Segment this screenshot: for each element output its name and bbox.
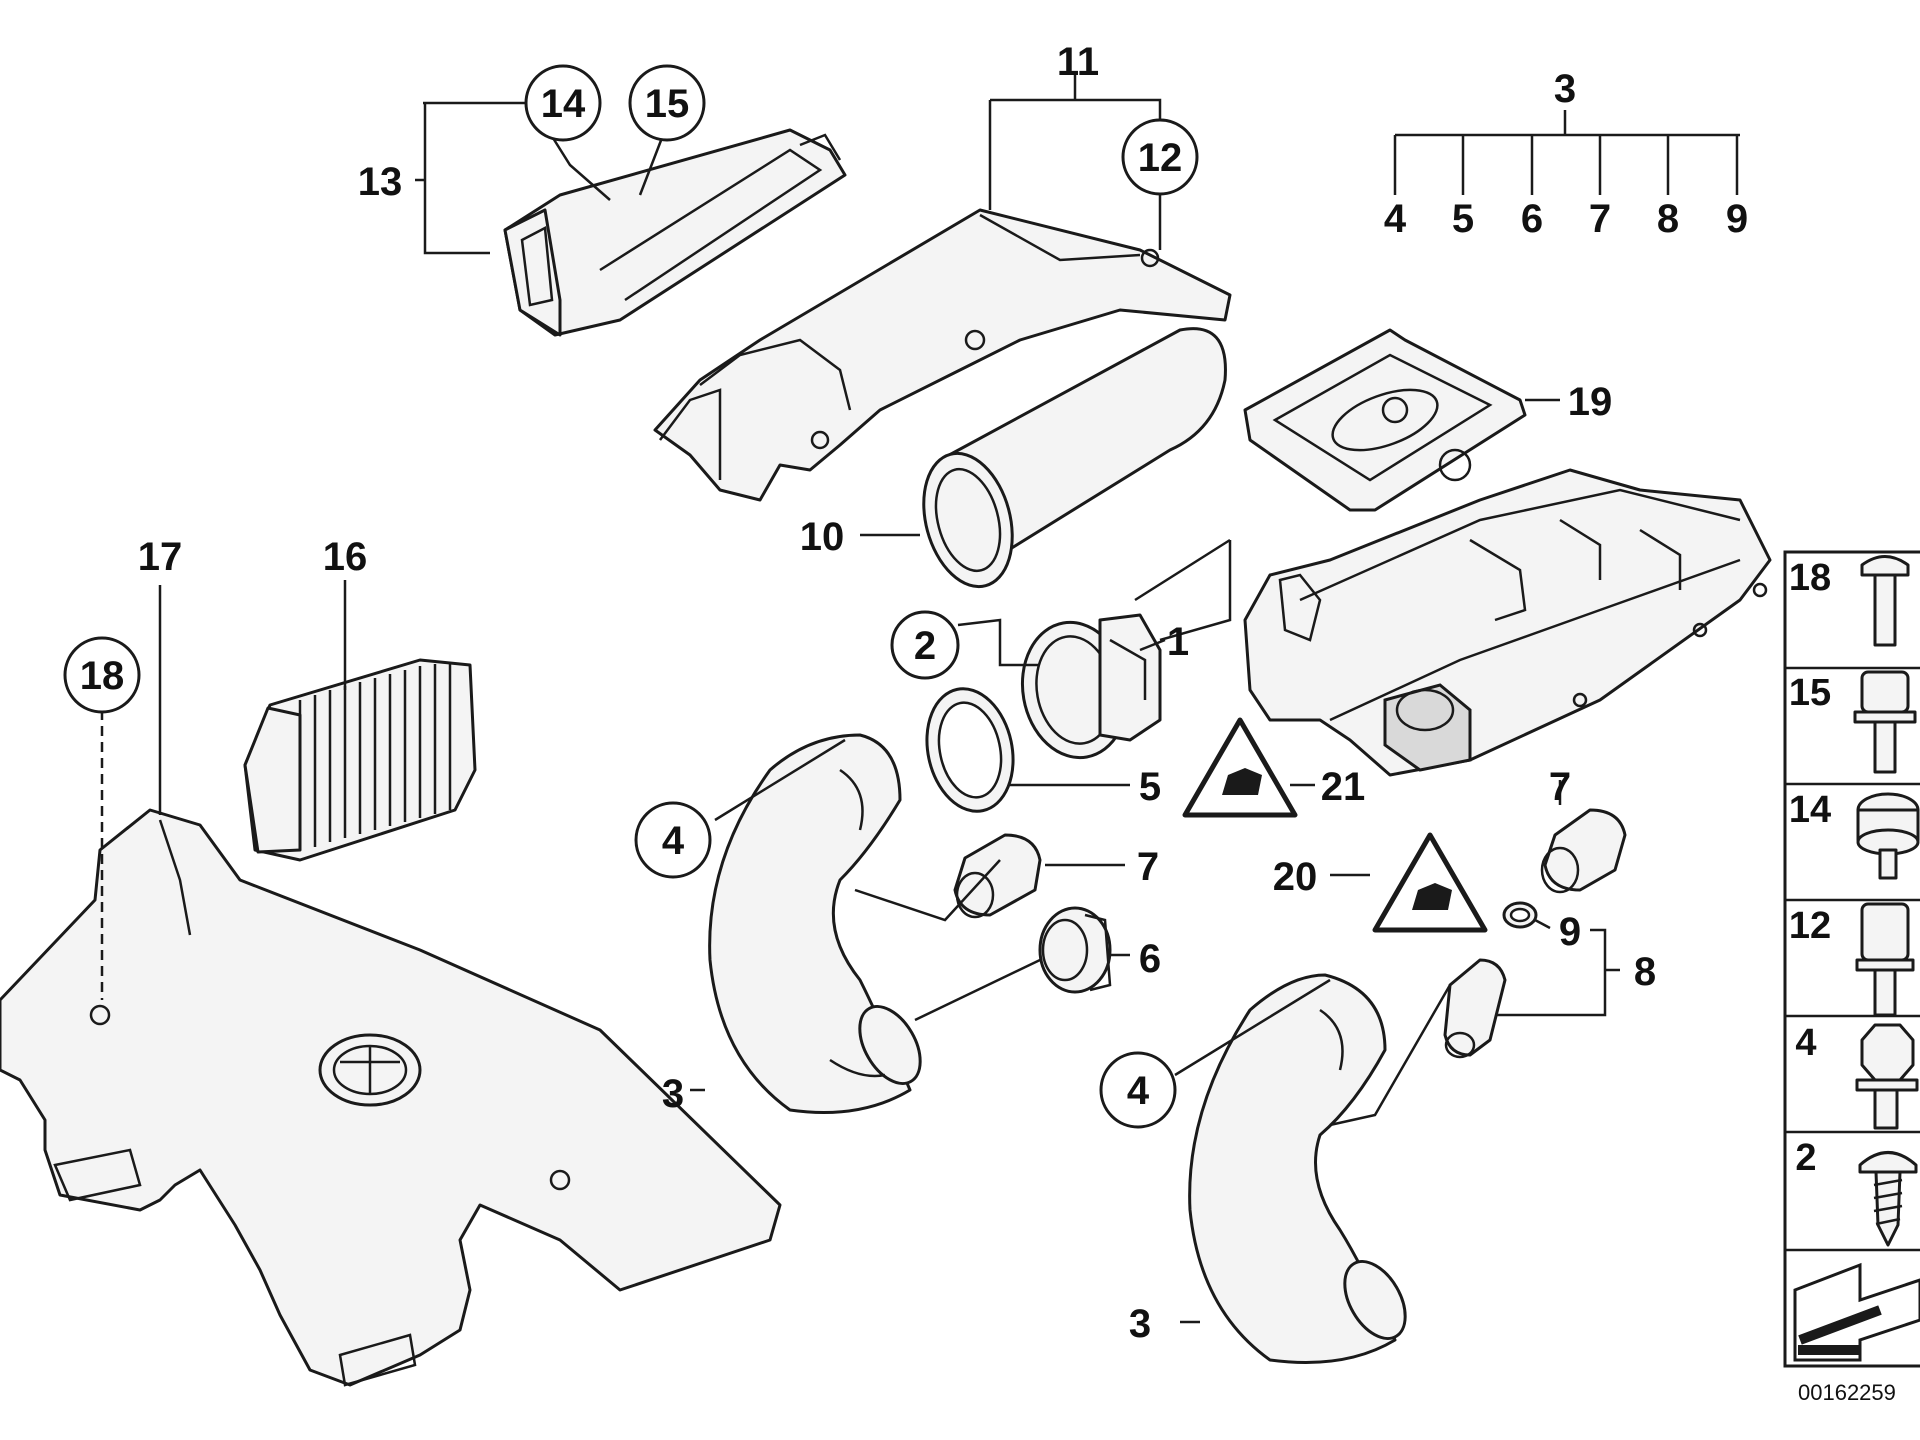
callout-labels: 13 11 3 4 5 6 7 8 9 19 10 17 16 1 5 21 7…	[138, 40, 1748, 1346]
callout-6: 6	[1139, 937, 1161, 981]
part-5-seal-ring	[925, 687, 1015, 813]
arrow-icon	[1793, 1262, 1920, 1362]
callout-12: 12	[1121, 118, 1199, 196]
svg-text:12: 12	[1789, 905, 1831, 947]
svg-text:2: 2	[1795, 1137, 1816, 1179]
svg-text:15: 15	[645, 82, 690, 126]
callout-8-top: 8	[1657, 197, 1679, 241]
part-10-air-filter	[922, 327, 1227, 589]
callout-5: 5	[1139, 765, 1161, 809]
svg-text:4: 4	[662, 819, 685, 863]
callout-16: 16	[323, 535, 368, 579]
svg-text:14: 14	[541, 82, 586, 126]
svg-text:12: 12	[1138, 136, 1183, 180]
part-20-warning-label	[1372, 832, 1488, 933]
svg-text:2: 2	[914, 624, 936, 668]
callout-3-right: 3	[1129, 1302, 1151, 1346]
part-3-intake-hose-left	[708, 733, 922, 1114]
leader-lines	[100, 75, 1740, 1324]
callout-5-top: 5	[1452, 197, 1474, 241]
part-9-o-ring	[1502, 901, 1538, 929]
part-16-bellows	[243, 658, 477, 862]
callout-8: 8	[1634, 950, 1656, 994]
callout-7-top: 7	[1589, 197, 1611, 241]
callout-13: 13	[358, 160, 403, 204]
callout-20: 20	[1273, 855, 1318, 899]
callout-7-left: 7	[1137, 845, 1159, 889]
callout-21: 21	[1321, 765, 1366, 809]
part-6-grommet	[1038, 906, 1112, 994]
part-19-cover-plate	[1243, 328, 1527, 512]
document-number: 00162259	[1798, 1380, 1896, 1405]
svg-text:15: 15	[1789, 672, 1831, 714]
callout-3-left: 3	[662, 1072, 684, 1116]
callout-3-top: 3	[1554, 67, 1576, 111]
callout-6-top: 6	[1521, 197, 1543, 241]
part-8-nipple	[1443, 958, 1507, 1059]
callout-4-top: 4	[1384, 197, 1407, 241]
callout-11: 11	[1057, 40, 1099, 84]
callout-18: 18	[63, 636, 141, 714]
legend-item-18: 18	[1789, 555, 1910, 647]
svg-text:4: 4	[1127, 1069, 1150, 1113]
callout-4-left: 4	[634, 801, 712, 879]
svg-text:14: 14	[1789, 789, 1831, 831]
part-17-engine-cover	[0, 808, 782, 1387]
part-13-intake-duct	[503, 128, 847, 337]
part-7-coupling-left	[953, 833, 1042, 919]
fastener-legend: 18 15 14 12 4 2	[1783, 550, 1920, 1368]
callout-1: 1	[1167, 620, 1189, 664]
legend-item-4: 4	[1795, 1022, 1919, 1130]
callout-2: 2	[890, 610, 960, 680]
part-11-resonator-cover	[653, 208, 1232, 502]
callout-9: 9	[1559, 910, 1581, 954]
svg-text:18: 18	[1789, 557, 1831, 599]
legend-item-12: 12	[1789, 902, 1915, 1017]
callout-10: 10	[800, 515, 845, 559]
svg-text:18: 18	[80, 654, 125, 698]
legend-item-2: 2	[1795, 1137, 1918, 1247]
callout-4-right: 4	[1099, 1051, 1177, 1129]
callout-15: 15	[628, 64, 706, 142]
part-3-intake-hose-right	[1188, 973, 1407, 1364]
legend-item-14: 14	[1789, 789, 1920, 880]
cylinder-head-cover	[1243, 468, 1772, 777]
legend-item-15: 15	[1789, 670, 1917, 774]
callout-19: 19	[1568, 380, 1613, 424]
callout-17: 17	[138, 535, 183, 579]
part-7-coupling-right	[1540, 808, 1627, 894]
svg-text:4: 4	[1795, 1022, 1816, 1064]
part-21-warning-label	[1182, 717, 1298, 818]
callout-14: 14	[524, 64, 602, 142]
callout-7-right: 7	[1549, 765, 1571, 809]
part-1-housing	[1020, 613, 1162, 760]
callout-9-top: 9	[1726, 197, 1748, 241]
